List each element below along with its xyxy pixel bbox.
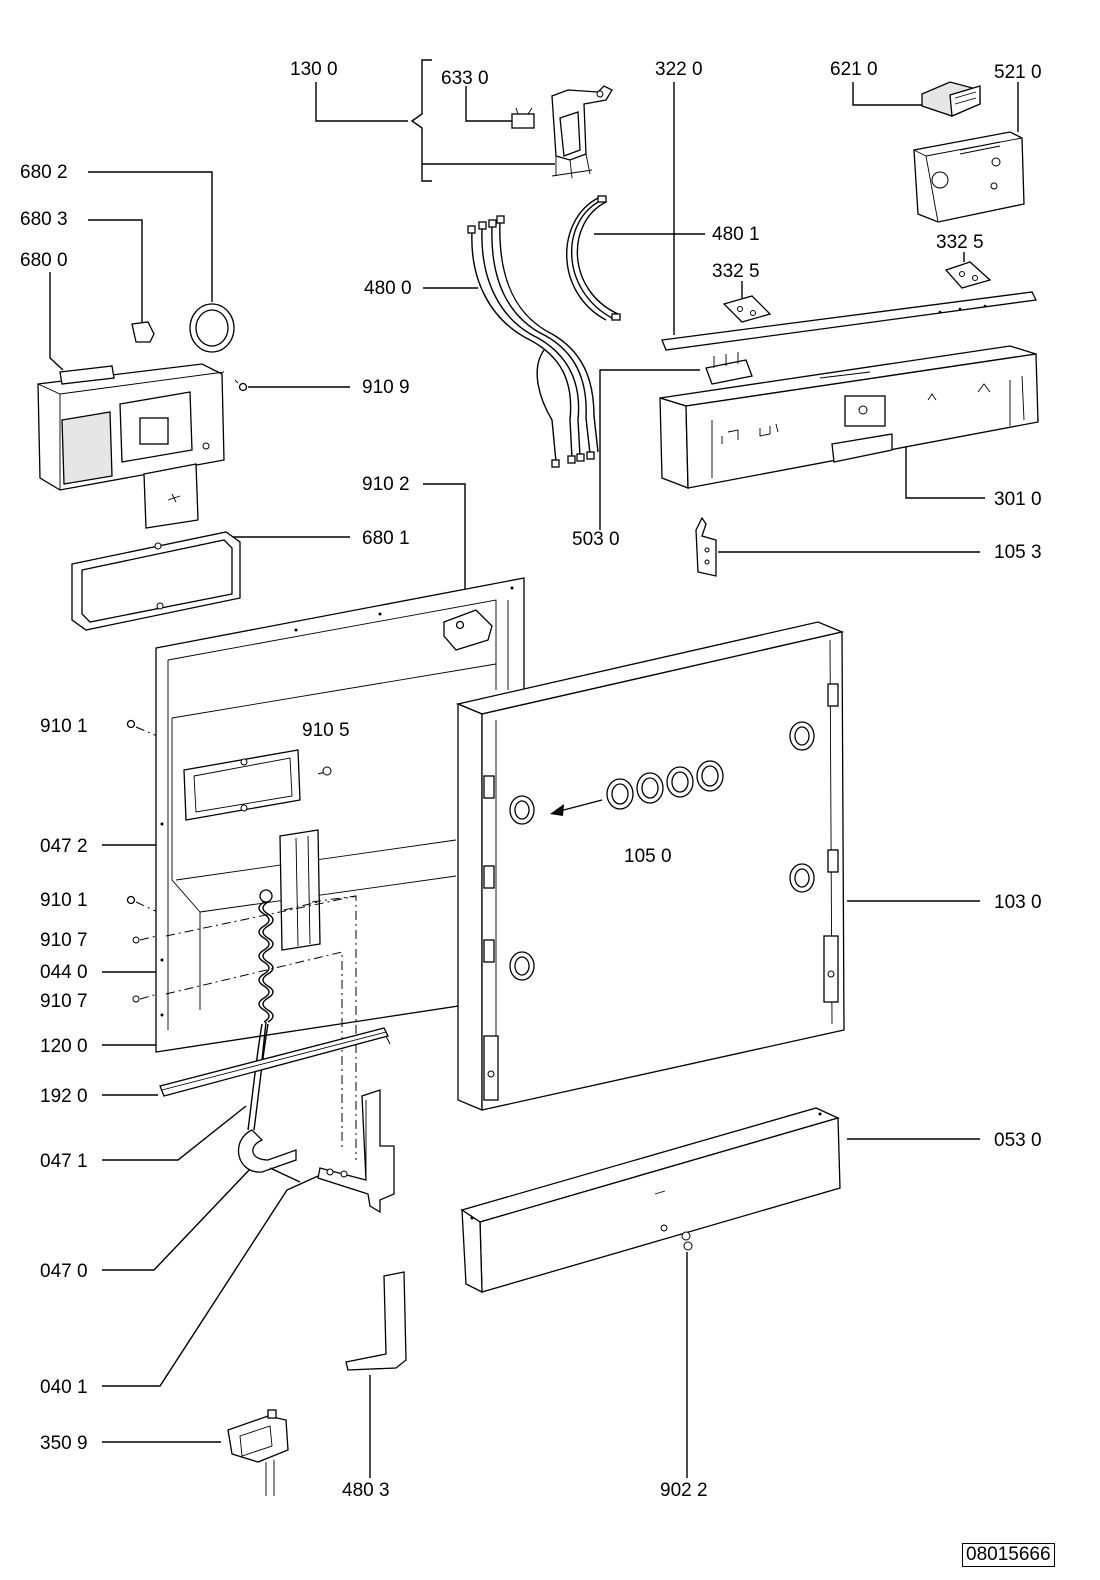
label-503-0: 503 0 — [572, 529, 620, 550]
label-301-0: 301 0 — [994, 489, 1042, 510]
label-047-2: 047 2 — [40, 836, 88, 857]
hinge-channel — [279, 829, 321, 951]
label-910-7-upper: 910 7 — [40, 930, 88, 951]
part-503-0-connector — [705, 352, 753, 385]
label-621-0: 621 0 — [830, 59, 878, 80]
part-910-1-screw-upper — [126, 719, 136, 729]
label-480-3: 480 3 — [342, 1480, 390, 1501]
part-number-labels: 130 0 633 0 322 0 621 0 521 0 680 2 680 … — [20, 59, 1042, 1501]
label-332-5-right: 332 5 — [936, 232, 984, 253]
label-105-0: 105 0 — [624, 846, 672, 867]
part-910-5-screw — [322, 766, 332, 776]
label-120-0: 120 0 — [40, 1036, 88, 1057]
label-680-0: 680 0 — [20, 250, 68, 271]
label-680-3: 680 3 — [20, 209, 68, 230]
part-521-0-control-board — [913, 131, 1025, 223]
part-192-0-seal-strip — [159, 1027, 391, 1097]
part-633-0-microswitch — [511, 107, 535, 129]
part-910-7-screw-lower — [132, 995, 140, 1003]
label-480-0: 480 0 — [364, 278, 412, 299]
dispenser-opening — [183, 749, 301, 821]
part-480-0-harness — [467, 215, 599, 468]
part-332-5-bracket-right — [944, 261, 992, 289]
part-621-0-module — [921, 81, 981, 117]
part-044-0-spring — [258, 889, 274, 1061]
label-130-0: 130 0 — [290, 59, 338, 80]
part-053-0-bottom-rail — [460, 1107, 841, 1294]
part-680-2-gasket-ring — [189, 303, 235, 353]
label-105-3: 105 3 — [994, 542, 1042, 563]
part-301-0-control-panel — [659, 345, 1039, 489]
label-910-2: 910 2 — [362, 474, 410, 495]
part-130-0-door-lock — [551, 85, 613, 179]
part-047-0-hook — [237, 1129, 301, 1183]
label-040-1: 040 1 — [40, 1377, 88, 1398]
label-350-9: 350 9 — [40, 1433, 88, 1454]
label-910-5: 910 5 — [302, 720, 350, 741]
part-105-3-bracket — [695, 516, 717, 577]
assembly-lines — [165, 771, 357, 1160]
label-332-5-left: 332 5 — [712, 261, 760, 282]
label-322-0: 322 0 — [655, 59, 703, 80]
part-480-3-bracket — [345, 1271, 407, 1371]
part-680-1-gasket-frame — [71, 531, 241, 631]
label-902-2: 902 2 — [660, 1480, 708, 1501]
label-047-0: 047 0 — [40, 1261, 88, 1282]
label-910-7-lower: 910 7 — [40, 991, 88, 1012]
part-103-0-outer-door — [455, 621, 845, 1111]
part-910-9-screw — [234, 379, 248, 392]
label-044-0: 044 0 — [40, 962, 88, 983]
label-521-0: 521 0 — [994, 62, 1042, 83]
label-680-2: 680 2 — [20, 162, 68, 183]
part-910-2-hinge-plate — [443, 609, 493, 651]
part-680-3-clip — [131, 321, 155, 343]
part-902-2-screw — [681, 1231, 693, 1251]
label-633-0: 633 0 — [441, 68, 489, 89]
label-680-1: 680 1 — [362, 528, 410, 549]
part-910-7-screw-upper — [132, 936, 140, 944]
label-047-1: 047 1 — [40, 1151, 88, 1172]
label-192-0: 192 0 — [40, 1086, 88, 1107]
part-910-1-screw-lower — [126, 895, 136, 905]
part-350-9-switch-assembly — [227, 1409, 289, 1496]
part-680-0-dispenser — [37, 363, 225, 529]
label-910-9: 910 9 — [362, 377, 410, 398]
label-053-0: 053 0 — [994, 1130, 1042, 1151]
label-910-1-upper: 910 1 — [40, 716, 88, 737]
label-910-1-lower: 910 1 — [40, 890, 88, 911]
document-code: 08015666 — [962, 1543, 1055, 1567]
label-103-0: 103 0 — [994, 892, 1042, 913]
part-322-0-strip — [661, 291, 1037, 351]
part-047-1-rod — [247, 1023, 269, 1131]
part-120-0-inner-door — [155, 577, 525, 1053]
part-040-1-hinge-bracket — [317, 1089, 395, 1214]
part-480-1-cable — [566, 195, 621, 321]
label-480-1: 480 1 — [712, 224, 760, 245]
part-105-0-bumpers — [550, 760, 724, 816]
part-332-5-bracket-left — [722, 295, 772, 323]
